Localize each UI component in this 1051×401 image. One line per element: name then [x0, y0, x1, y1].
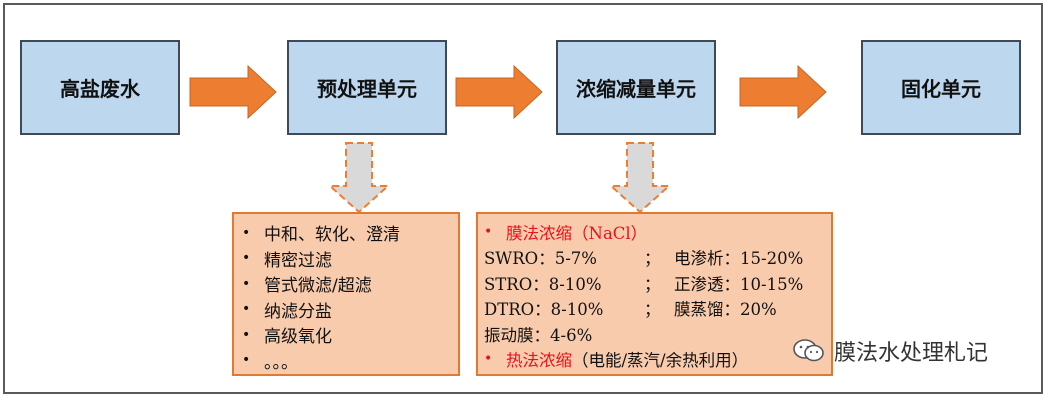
bullet-icon: •	[242, 301, 251, 318]
watermark-text: 膜法水处理札记	[834, 341, 989, 366]
bullet-icon: •	[484, 223, 493, 240]
down-arrow-concentration	[608, 142, 672, 214]
bullet-icon: •	[242, 352, 251, 369]
thermal-heading: •热法浓缩（电能/蒸汽/余热利用）	[484, 351, 749, 371]
list-item: •纳滤分盐	[242, 301, 332, 322]
watermark: 膜法水处理札记	[792, 335, 988, 367]
bullet-icon: •	[242, 250, 251, 267]
method-row: STRO：8-10%；正渗透：10-15%	[484, 274, 804, 294]
bullet-icon: •	[484, 351, 493, 368]
flow-arrow-3	[739, 64, 827, 120]
pretreatment-methods-box: •中和、软化、澄清 •精密过滤 •管式微滤/超滤 •纳滤分盐 •高级氧化 •。。…	[232, 212, 460, 376]
list-item: •。。。	[242, 352, 298, 373]
flow-arrow-1	[189, 64, 277, 120]
down-arrow-pretreatment	[327, 142, 391, 214]
bullet-icon: •	[242, 326, 251, 343]
method-row: DTRO：8-10%；膜蒸馏：20%	[484, 300, 777, 320]
wechat-icon	[792, 338, 826, 364]
stage-pretreatment-unit: 预处理单元	[287, 40, 447, 135]
bullet-icon: •	[242, 275, 251, 292]
flow-arrow-2	[455, 64, 543, 120]
list-item: •中和、软化、澄清	[242, 224, 400, 246]
list-item: •管式微滤/超滤	[242, 275, 372, 297]
bullet-icon: •	[242, 224, 251, 241]
stage-solidification-unit: 固化单元	[861, 40, 1021, 135]
diagram-frame	[3, 3, 1043, 394]
vibration-membrane-row: 振动膜：4-6%	[484, 325, 593, 345]
membrane-heading: •膜法浓缩（NaCl）	[484, 223, 648, 243]
list-item: •精密过滤	[242, 250, 332, 271]
list-item: •高级氧化	[242, 326, 332, 348]
stage-high-salt-wastewater: 高盐废水	[20, 40, 180, 135]
stage-concentration-unit: 浓缩减量单元	[556, 40, 716, 135]
concentration-methods-box: •膜法浓缩（NaCl） SWRO：5-7%；电渗析：15-20% STRO：8-…	[476, 212, 833, 376]
method-row: SWRO：5-7%；电渗析：15-20%	[484, 249, 804, 269]
